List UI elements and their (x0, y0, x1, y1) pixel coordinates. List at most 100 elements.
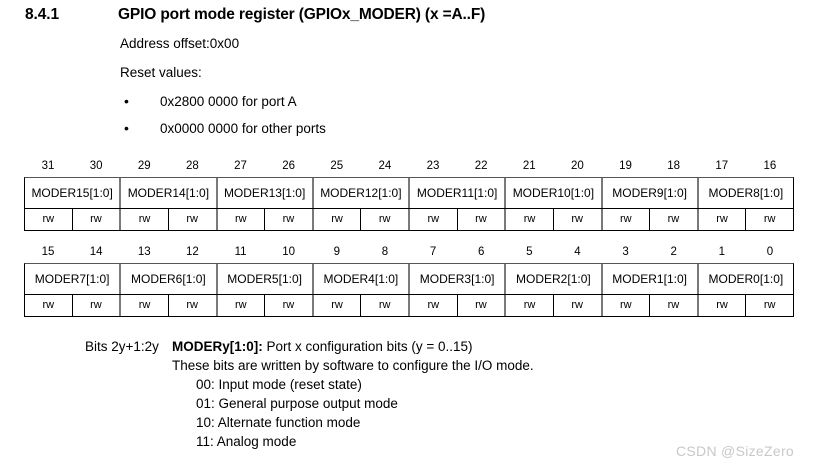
list-item: • 0x2800 0000 for port A (120, 93, 720, 110)
access-cell: rw (218, 295, 266, 316)
access-cell: rw (121, 295, 169, 316)
bit-number: 20 (571, 160, 584, 172)
bitfield-cell: MODER15[1:0] (25, 178, 122, 208)
access-cell: rw (218, 209, 266, 230)
list-item: 01: General purpose output mode (196, 396, 398, 411)
access-cell: rw (25, 209, 73, 230)
access-cell: rw (603, 295, 651, 316)
access-cell: rw (603, 209, 651, 230)
register-intro: Address offset:0x00 Reset values: • 0x28… (120, 36, 720, 148)
access-row: rw rw rw rw rw rw rw rw rw rw rw rw rw r… (25, 295, 793, 316)
access-cell: rw (25, 295, 73, 316)
bit-number: 25 (330, 160, 344, 172)
bit-number: 23 (426, 160, 440, 172)
access-cell: rw (314, 209, 362, 230)
access-cell: rw (361, 209, 410, 230)
bit-number: 6 (477, 246, 485, 258)
bit-number: 11 (234, 246, 247, 258)
bits-range-label: Bits 2y+1:2y (85, 339, 159, 354)
bit-description-detail: These bits are written by software to co… (172, 358, 534, 373)
access-cell: rw (699, 209, 747, 230)
access-cell: rw (169, 209, 218, 230)
access-cell: rw (265, 209, 314, 230)
access-cell: rw (410, 209, 458, 230)
access-cell: rw (121, 209, 169, 230)
bit-number: 31 (41, 160, 55, 172)
bitfield-cell: MODER14[1:0] (121, 178, 218, 208)
access-cell: rw (410, 295, 458, 316)
access-cell: rw (650, 209, 699, 230)
access-cell: rw (169, 295, 218, 316)
list-item: • 0x0000 0000 for other ports (120, 120, 720, 137)
bit-number: 24 (378, 160, 392, 172)
bitfield-description: Port x configuration bits (y = 0..15) (262, 339, 473, 354)
access-cell: rw (763, 213, 776, 225)
bit-number: 22 (474, 160, 488, 172)
list-item: 00: Input mode (reset state) (196, 377, 362, 392)
bit-number: 9 (333, 246, 341, 258)
bullet-icon: • (124, 120, 129, 136)
register-bitfield-row-low: 15 14 13 12 11 10 9 8 7 6 5 4 3 2 1 0 MO… (24, 241, 794, 317)
field-name-row: MODER7[1:0] MODER6[1:0] MODER5[1:0] MODE… (25, 264, 793, 295)
bit-number: 10 (282, 246, 296, 258)
bit-number: 30 (89, 160, 103, 172)
reset-values-list: • 0x2800 0000 for port A • 0x0000 0000 f… (120, 93, 720, 137)
bitfield-cell: MODER10[1:0] (506, 178, 603, 208)
mode-value-list: 00: Input mode (reset state) 01: General… (85, 375, 785, 451)
bitfield-cell: MODER1[1:0] (603, 264, 699, 294)
bit-number: 26 (282, 160, 296, 172)
reset-value-text: 0x0000 0000 for other ports (160, 121, 326, 136)
bit-number: 7 (429, 246, 437, 258)
watermark: CSDN @SizeZero (676, 443, 794, 459)
bit-number: 4 (574, 246, 581, 258)
reset-values-label: Reset values: (120, 65, 202, 80)
access-cell: rw (554, 209, 603, 230)
reset-value-text: 0x2800 0000 for port A (160, 94, 297, 109)
bullet-icon: • (124, 93, 129, 109)
access-cell: rw (458, 295, 507, 316)
bit-number: 5 (526, 246, 533, 258)
field-name-row: MODER15[1:0] MODER14[1:0] MODER13[1:0] M… (25, 178, 793, 209)
access-cell: rw (650, 295, 699, 316)
bitfield-cell: MODER9[1:0] (603, 178, 699, 208)
bit-number: 18 (667, 160, 681, 172)
bitfield-cell: MODER7[1:0] (25, 264, 122, 294)
bit-number: 27 (234, 160, 247, 172)
address-offset: Address offset:0x00 (120, 36, 240, 51)
register-grid: MODER7[1:0] MODER6[1:0] MODER5[1:0] MODE… (24, 263, 794, 317)
bit-number: 0 (766, 246, 774, 258)
access-cell: rw (73, 295, 122, 316)
bit-number: 1 (718, 246, 726, 258)
access-cell: rw (361, 295, 410, 316)
access-cell: rw (506, 209, 554, 230)
page-title: 8.4.1 GPIO port mode register (GPIOx_MOD… (0, 6, 818, 32)
list-item: 11: Analog mode (196, 434, 297, 449)
bitfield-cell: MODER4[1:0] (314, 264, 410, 294)
bit-number: 3 (622, 246, 629, 258)
bitfield-cell: MODER12[1:0] (314, 178, 410, 208)
section-number: 8.4.1 (25, 6, 59, 23)
access-cell: rw (458, 209, 507, 230)
section-title: GPIO port mode register (GPIOx_MODER) (x… (118, 6, 486, 23)
bit-number: 2 (670, 246, 677, 258)
bit-number: 21 (522, 160, 536, 172)
bit-number: 19 (619, 160, 632, 172)
bitfield-cell: MODER8[1:0] (708, 186, 784, 200)
bitfield-cell: MODER5[1:0] (218, 264, 314, 294)
access-cell: rw (699, 295, 747, 316)
bitfield-cell: MODER13[1:0] (218, 178, 314, 208)
bit-number: 8 (381, 246, 389, 258)
access-row: rw rw rw rw rw rw rw rw rw rw rw rw rw r… (25, 209, 793, 230)
access-cell: rw (73, 209, 122, 230)
bitfield-cell: MODER6[1:0] (121, 264, 218, 294)
bitfield-cell: MODER11[1:0] (410, 178, 507, 208)
bitfield-cell: MODER3[1:0] (410, 264, 507, 294)
access-cell: rw (554, 295, 603, 316)
bit-number-header: 31 30 29 28 27 26 25 24 23 22 21 20 19 1… (24, 155, 794, 177)
bit-number: 29 (137, 160, 151, 172)
bit-number: 28 (186, 160, 199, 172)
access-cell: rw (763, 299, 776, 311)
bit-number: 15 (41, 246, 55, 258)
